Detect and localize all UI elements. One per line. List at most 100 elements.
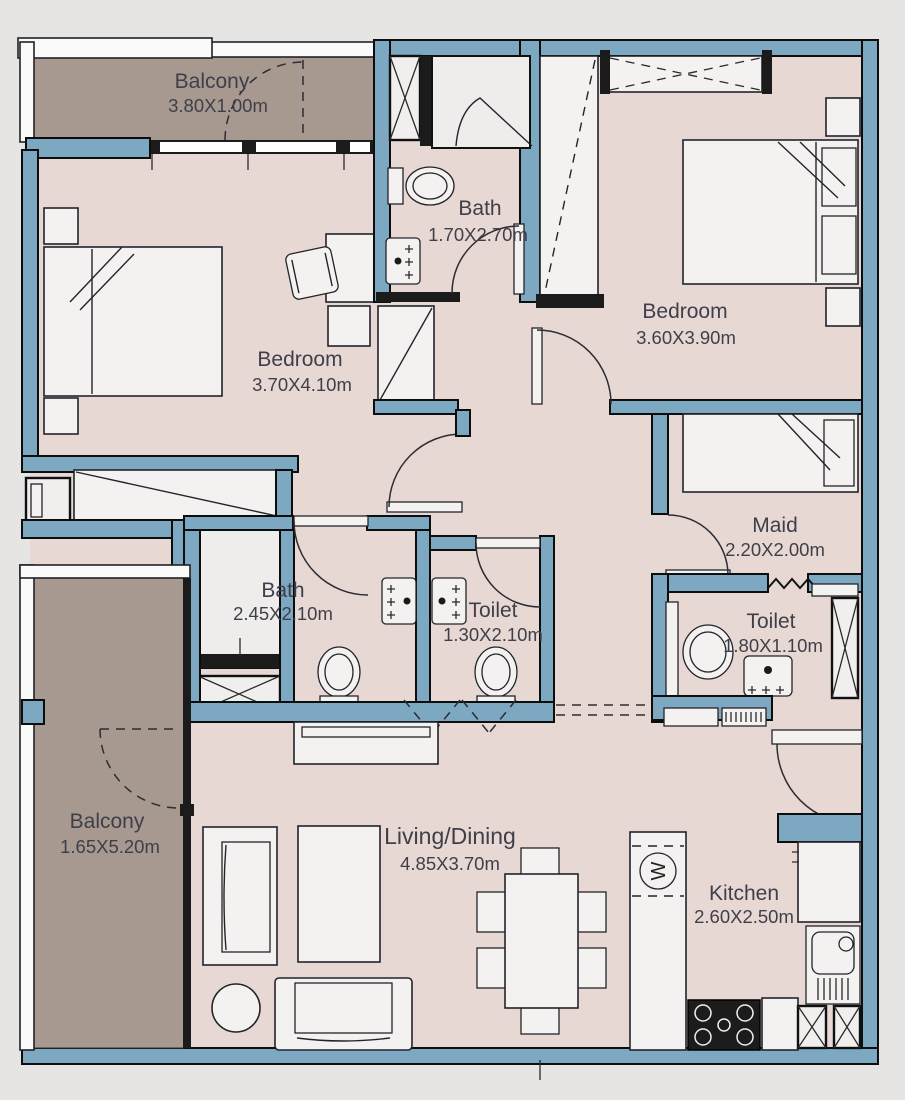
door-arc bbox=[536, 329, 612, 405]
bed-icon bbox=[682, 139, 859, 285]
room-label: Bath bbox=[261, 579, 304, 602]
sink-icon bbox=[431, 577, 467, 625]
railing-post bbox=[21, 699, 45, 725]
sink-icon bbox=[381, 577, 417, 625]
door-leaf bbox=[513, 223, 525, 295]
entrance-door bbox=[771, 729, 863, 843]
door-leaf bbox=[771, 729, 863, 745]
room-dims: 3.70X4.10m bbox=[252, 374, 352, 395]
shower-room bbox=[431, 55, 531, 149]
dining-chair-icon bbox=[476, 947, 507, 989]
dining-table-icon bbox=[476, 847, 607, 1035]
room-dims: 4.85X3.70m bbox=[400, 853, 500, 874]
balcony-floor bbox=[33, 577, 185, 1049]
dining-chair-icon bbox=[520, 1005, 560, 1035]
shaft-wall bbox=[420, 56, 432, 146]
closet-icon bbox=[607, 55, 763, 93]
living-dining: Living/Dining 4.85X3.70m bbox=[202, 721, 607, 1051]
coffee-table-icon bbox=[297, 825, 381, 963]
door-leaf bbox=[386, 501, 463, 513]
wall-top bbox=[373, 39, 879, 57]
nightstand-icon bbox=[43, 397, 79, 435]
bath-center: Bath 2.45X2.10m bbox=[183, 515, 431, 717]
balcony-railing-left bbox=[19, 564, 35, 1051]
doormat-icon bbox=[721, 707, 767, 727]
nightstand-icon bbox=[825, 97, 861, 137]
side-table-icon bbox=[211, 983, 261, 1033]
nightstand-icon bbox=[825, 287, 861, 327]
wall bbox=[183, 701, 555, 723]
door-leaf bbox=[475, 537, 541, 549]
room-label: Bedroom bbox=[257, 348, 342, 371]
room-dims: 2.60X2.50m bbox=[694, 906, 794, 927]
wall-bottom bbox=[21, 1047, 879, 1065]
door-arc bbox=[388, 433, 463, 508]
sink-icon bbox=[385, 237, 421, 285]
shower-door bbox=[455, 97, 533, 147]
window bbox=[350, 142, 370, 152]
zigzag-symbol bbox=[767, 577, 817, 590]
door-leaf bbox=[811, 583, 859, 597]
wall bbox=[376, 292, 460, 302]
door-arc bbox=[667, 514, 729, 576]
wall bbox=[21, 149, 39, 473]
room-label: Bath bbox=[458, 197, 501, 220]
room-label: Maid bbox=[752, 514, 798, 537]
dining-chair-icon bbox=[576, 947, 607, 989]
toilet-icon bbox=[387, 166, 455, 206]
toilet-center: Toilet 1.30X2.10m bbox=[429, 535, 555, 723]
balcony-floor bbox=[33, 53, 377, 143]
wardrobe-icon bbox=[539, 55, 599, 299]
dining-chair-icon bbox=[476, 891, 507, 933]
balcony-railing-left bbox=[19, 41, 35, 143]
counter bbox=[761, 997, 799, 1051]
room-label: Living/Dining bbox=[384, 823, 516, 849]
fridge-icon bbox=[797, 841, 861, 923]
toilet-icon bbox=[317, 646, 361, 713]
kitchen: W Kitchen 2.60X2.50m bbox=[629, 831, 862, 1051]
door-arc bbox=[451, 225, 520, 294]
sink-icon bbox=[743, 655, 793, 697]
room-label: Bedroom bbox=[642, 300, 727, 323]
svg-text:W: W bbox=[648, 861, 670, 880]
bath-top: Bath 1.70X2.70m bbox=[373, 39, 541, 303]
balcony-railing-top bbox=[19, 564, 191, 579]
pillow-icon bbox=[821, 147, 857, 207]
loveseat-icon bbox=[202, 826, 278, 966]
bed-icon bbox=[43, 246, 223, 397]
room-label: Toilet bbox=[468, 599, 517, 622]
vanity-strip bbox=[665, 601, 679, 697]
balcony-railing-cap bbox=[17, 37, 213, 59]
room-dims: 1.80X1.10m bbox=[723, 635, 823, 656]
toilet-icon bbox=[682, 624, 734, 680]
wall-right bbox=[861, 39, 879, 1065]
bed-icon bbox=[682, 413, 859, 493]
balcony-top-left: Balcony 3.80X1.00m bbox=[17, 37, 379, 170]
chair-icon bbox=[285, 246, 339, 300]
pillow-icon bbox=[821, 215, 857, 275]
room-dims: 1.65X5.20m bbox=[60, 836, 160, 857]
washing-machine-icon: W bbox=[639, 852, 677, 890]
room-dims: 3.80X1.00m bbox=[168, 95, 268, 116]
dining-chair-icon bbox=[576, 891, 607, 933]
pillow-icon bbox=[823, 419, 855, 487]
balcony-bottom-left: Balcony 1.65X5.20m bbox=[19, 564, 194, 1051]
cabinet-icon bbox=[663, 707, 719, 727]
dining-chair-icon bbox=[520, 847, 560, 877]
room-label: Balcony bbox=[175, 70, 250, 93]
sofa-icon bbox=[274, 977, 413, 1051]
desk-drawers-icon bbox=[327, 305, 371, 347]
door-arc bbox=[475, 542, 541, 608]
kitchen-sink-icon bbox=[805, 925, 861, 1005]
stove-icon bbox=[687, 999, 761, 1051]
maid-room: Maid 2.20X2.00m bbox=[651, 413, 859, 581]
door-leaf bbox=[531, 327, 543, 405]
room-dims: 2.20X2.00m bbox=[725, 539, 825, 560]
corridor-wardrobe bbox=[373, 55, 604, 437]
room-dims: 1.30X2.10m bbox=[443, 624, 543, 645]
room-dims: 3.60X3.90m bbox=[636, 327, 736, 348]
bedroom-top-right: Bedroom 3.60X3.90m bbox=[531, 50, 863, 415]
double-door-dashed bbox=[461, 699, 517, 734]
